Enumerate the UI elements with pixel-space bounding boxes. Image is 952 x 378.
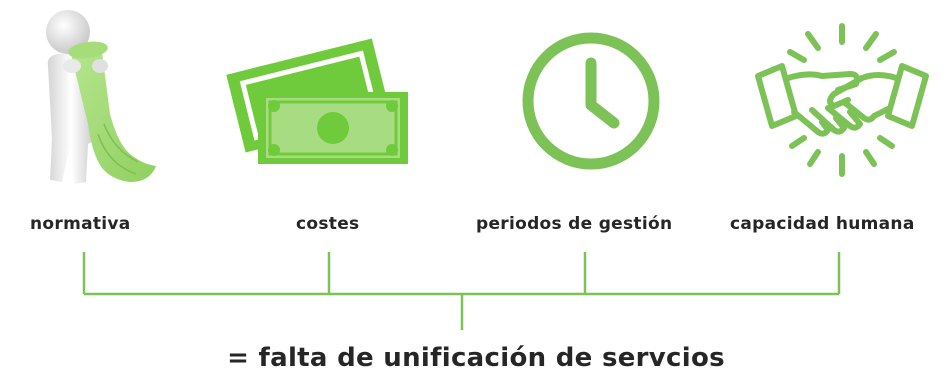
bracket-connector bbox=[82, 252, 841, 330]
label-capacidad-humana: capacidad humana bbox=[730, 214, 915, 234]
label-costes: costes bbox=[296, 214, 360, 234]
handshake-icon bbox=[755, 23, 929, 177]
person-with-scroll-icon bbox=[46, 10, 156, 184]
label-normativa: normativa bbox=[30, 214, 131, 234]
label-periodos-de-gestion: periodos de gestión bbox=[476, 214, 673, 234]
money-bills-icon bbox=[226, 38, 408, 164]
clock-icon bbox=[522, 32, 660, 170]
conclusion-text: = falta de unificación de servcios bbox=[227, 343, 725, 373]
